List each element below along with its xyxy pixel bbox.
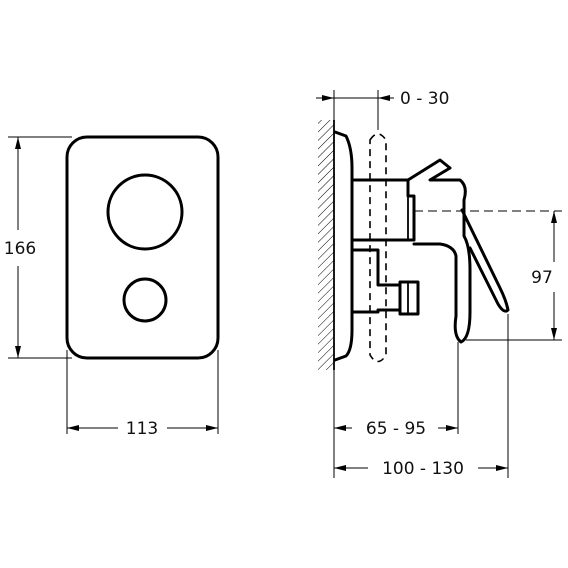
dimension-total-depth: 100 - 130	[334, 314, 509, 479]
dimension-height: 166	[4, 136, 72, 359]
dimension-width: 113	[66, 350, 219, 439]
dimension-body-depth: 65 - 95	[333, 342, 459, 478]
wall-hatch	[318, 120, 334, 370]
height-label: 166	[4, 239, 36, 259]
total-depth-label: 100 - 130	[382, 459, 464, 479]
body-depth-label: 65 - 95	[366, 419, 426, 439]
depth-adjust-label: 0 - 30	[400, 89, 449, 109]
side-view	[318, 120, 562, 370]
valve-body	[350, 178, 416, 242]
lever-handle	[460, 208, 510, 313]
handle-height-label: 97	[531, 268, 553, 288]
dimension-depth-adjust: 0 - 30	[316, 89, 449, 130]
front-view	[65, 135, 220, 360]
adjustable-body-outline	[369, 133, 387, 363]
cover-plate	[65, 135, 220, 360]
lever-top	[406, 158, 472, 344]
width-label: 113	[126, 419, 158, 439]
cover-plate-profile	[333, 130, 354, 362]
lower-stem-cap	[398, 280, 420, 316]
dimension-handle-height: 97	[466, 211, 562, 341]
lower-stem	[350, 248, 402, 314]
control-knob	[122, 277, 168, 323]
diverter-knob	[106, 173, 184, 251]
